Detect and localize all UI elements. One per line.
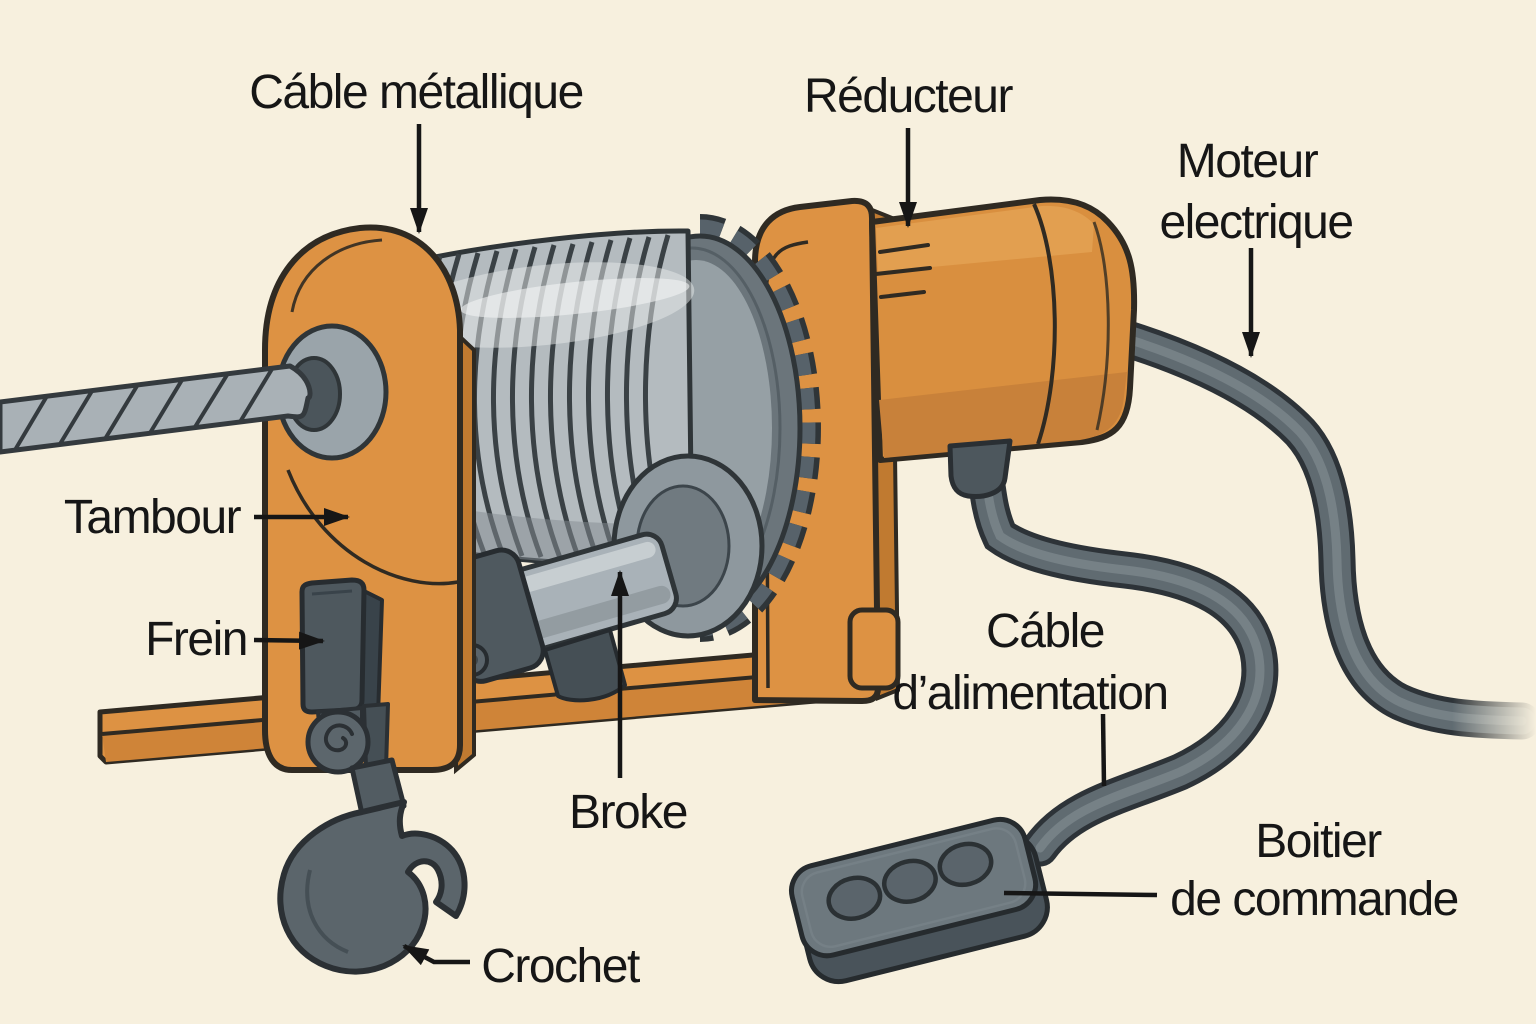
label-crochet: Crochet [481, 940, 640, 993]
rope-strands [13, 367, 274, 452]
shaft-bracket [543, 628, 627, 703]
label-moteur-line1: Moteur [1177, 135, 1319, 188]
arrow-frein [253, 631, 325, 650]
arrow-crochet [402, 944, 470, 966]
plate-inner-arc [286, 469, 459, 586]
pendant-face-line [800, 827, 1027, 949]
hook-assembly [277, 702, 468, 975]
label-cable-alim-line1: Cáble [986, 605, 1104, 658]
leader-cable-alimentation [1100, 713, 1107, 787]
plate-corner-line [290, 238, 383, 313]
plate-foot [847, 607, 901, 691]
swivel-knob [305, 709, 371, 775]
motor [869, 196, 1138, 499]
pendant-button [937, 841, 994, 888]
swivel-spiral [323, 723, 354, 753]
gear-teeth [699, 219, 816, 637]
drum-sheen [460, 278, 690, 318]
label-boitier-line2: de commande [1170, 873, 1458, 926]
motor-seam [1092, 221, 1110, 431]
leader-boitier [1003, 890, 1158, 898]
hook-inner-line [305, 869, 349, 954]
motor-seam [1032, 203, 1057, 445]
label-broke: Broke [569, 786, 687, 839]
control-pendant [789, 816, 1050, 985]
reducer-hatches [874, 243, 932, 299]
power-cable [964, 436, 1279, 867]
wire-rope [0, 363, 313, 455]
pendant-button [826, 875, 883, 921]
supply-cable [1099, 317, 1536, 764]
motor-shadow [879, 372, 1127, 458]
cable-connector [947, 438, 1013, 499]
pendant-button [881, 858, 938, 904]
label-frein: Frein [145, 613, 247, 666]
cable-fadeout [1452, 678, 1536, 764]
brake-block [299, 577, 384, 718]
label-moteur-line2: electrique [1159, 196, 1352, 249]
label-boitier-line1: Boitier [1255, 815, 1382, 868]
labels: Cáble métallique Réducteur Moteur electr… [64, 66, 1459, 993]
label-tambour: Tambour [64, 491, 242, 544]
label-reducteur: Réducteur [804, 70, 1013, 123]
label-cable-metallique: Cáble métallique [249, 66, 583, 119]
hook [277, 799, 468, 975]
label-cable-alim-line2: d’alimentation [892, 667, 1167, 720]
leaders [253, 124, 1260, 966]
